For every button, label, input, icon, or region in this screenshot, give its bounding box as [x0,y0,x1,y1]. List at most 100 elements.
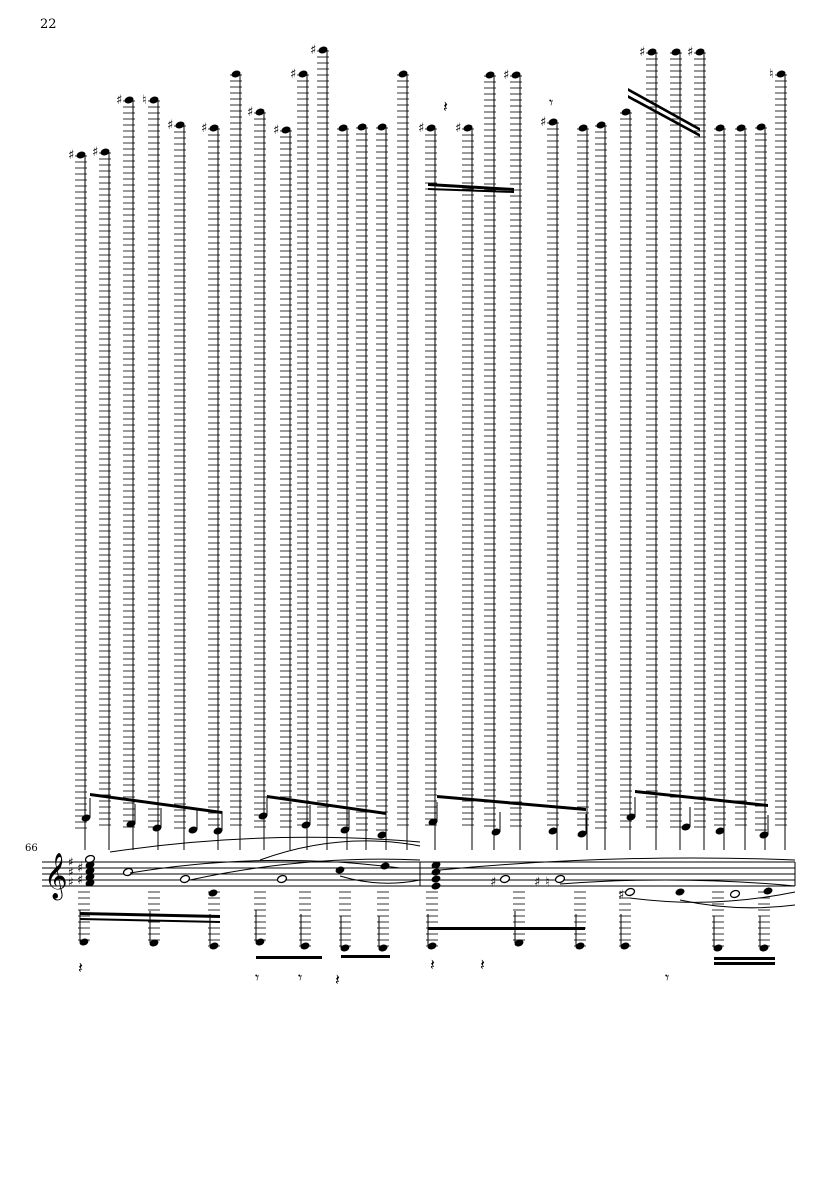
notehead [152,824,162,832]
natural-icon: ♮ [769,67,774,82]
tie [629,891,796,903]
notehead [514,939,524,947]
rests: 𝄽𝄾𝄽𝄾𝄾𝄽𝄽𝄽𝄾 [78,93,669,989]
notehead [85,861,95,869]
beam [80,912,220,918]
notehead [427,942,437,950]
eighth-rest-icon: 𝄾 [298,968,302,987]
tie [679,899,796,909]
sharp-icon: ♯ [418,121,424,136]
notehead [281,126,291,134]
notehead [209,124,219,132]
sharp-icon: ♯ [68,865,74,879]
sharp-icon: ♯ [77,873,83,888]
notehead [756,123,766,131]
notehead [431,868,441,876]
open-notehead [729,889,741,899]
measure-number: 66 [25,843,38,854]
natural-icon: ♮ [545,875,550,890]
eighth-rest-icon: 𝄾 [549,93,553,112]
notehead [258,812,268,820]
notehead [715,827,725,835]
tie [439,857,796,871]
notehead [301,821,311,829]
notehead [491,828,501,836]
sharp-icon: ♯ [77,861,83,876]
sharp-icon: ♯ [201,121,207,136]
beam [714,957,775,960]
notehead [300,942,310,950]
notehead [255,938,265,946]
notehead [695,48,705,56]
notehead [647,48,657,56]
beam [628,95,700,137]
notehead [188,826,198,834]
tie [109,836,421,853]
accidentals: ♯♯♯♮♯♯♯♯♯♯♯♯♯♯♯♯♮♯♯♯♯♮♯ [68,43,774,903]
open-notehead [276,874,288,884]
notehead [681,823,691,831]
notehead [713,944,723,952]
open-notehead [554,874,566,884]
sharp-icon: ♯ [116,93,122,108]
tie [559,879,796,887]
notehead [318,46,328,54]
notehead [398,70,408,78]
notehead [76,151,86,159]
sharp-icon: ♯ [455,121,461,136]
sharp-icon: ♯ [687,45,693,60]
notehead [548,118,558,126]
notehead [626,813,636,821]
notehead [335,866,345,874]
staff [42,861,796,887]
tie [129,859,401,874]
beam [428,927,585,930]
sharp-icon: ♯ [167,118,173,133]
beam [80,918,220,923]
notehead [175,121,185,129]
notehead [621,108,631,116]
beam [256,956,322,959]
open-notehead [179,874,191,884]
notehead [431,875,441,883]
quarter-rest-icon: 𝄽 [78,958,83,977]
beam [428,188,514,193]
notehead [428,818,438,826]
notehead [763,887,773,895]
tie [189,858,421,881]
sharp-icon: ♯ [618,888,624,903]
notehead [213,827,223,835]
quarter-rest-icon: 𝄽 [443,97,448,116]
notehead [255,108,265,116]
natural-icon: ♮ [142,93,147,108]
notehead [578,124,588,132]
sharp-icon: ♯ [92,145,98,160]
notehead [715,124,725,132]
open-notehead [499,874,511,884]
beam [437,795,586,811]
notehead [231,70,241,78]
notehead [340,826,350,834]
beam [428,183,514,191]
sharp-icon: ♯ [540,115,546,130]
quarter-rest-icon: 𝄽 [430,955,435,974]
notehead [149,96,159,104]
beams [80,88,775,965]
sharp-icon: ♯ [490,875,496,890]
sharp-icon: ♯ [68,855,74,869]
notehead [620,942,630,950]
notehead [577,830,587,838]
beam [714,962,775,965]
tie [259,840,421,861]
notehead [776,70,786,78]
sharp-icon: ♯ [68,148,74,163]
sharp-icon: ♯ [639,45,645,60]
notehead [124,96,134,104]
notehead [426,124,436,132]
eighth-rest-icon: 𝄾 [665,968,669,987]
sharp-icon: ♯ [68,875,74,889]
sharp-icon: ♯ [534,875,540,890]
notehead [357,123,367,131]
notehead [596,121,606,129]
